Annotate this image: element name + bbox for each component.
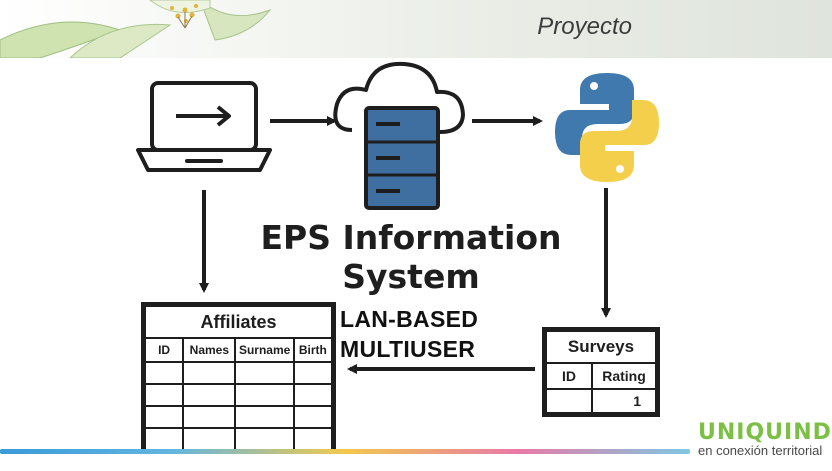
network-label-line1: LAN-BASED (340, 306, 479, 332)
affiliates-col-surname: Surname (234, 337, 295, 363)
network-label-line2: MULTIUSER (340, 336, 476, 362)
surveys-table-title: Surveys (545, 330, 657, 364)
surveys-table: Surveys ID Rating 1 (542, 327, 660, 417)
header-title: Proyecto (537, 13, 632, 40)
cloud-server-icon (333, 61, 465, 210)
table-row (143, 405, 334, 429)
surveys-col-rating: Rating (591, 362, 657, 390)
header-banner: Proyecto (0, 0, 832, 58)
python-logo-icon (555, 73, 659, 182)
flow-arrows (199, 116, 611, 374)
surveys-cell-id (545, 388, 593, 414)
uniquindio-logo: UNIQUINDÍO en conexión territorial (698, 420, 832, 458)
surveys-col-id: ID (545, 362, 593, 390)
affiliates-table: Affiliates ID Names Surname Birth (141, 302, 336, 454)
footer-gradient-bar (0, 449, 690, 454)
logo-tagline: en conexión territorial (698, 443, 823, 458)
diagram-heading-line1: EPS Information (260, 218, 562, 257)
table-row (143, 361, 334, 385)
surveys-cell-rating: 1 (591, 388, 657, 414)
diagram-heading-line2: System (342, 257, 480, 296)
table-row: 1 (545, 388, 657, 414)
affiliates-col-names: Names (182, 337, 237, 363)
affiliates-col-birth: Birth (292, 337, 334, 363)
flower-illustration (0, 0, 272, 58)
affiliates-col-id: ID (143, 337, 185, 363)
logo-wordmark: UNIQUINDÍO (698, 420, 832, 445)
table-row (143, 383, 334, 407)
affiliates-table-title: Affiliates (144, 305, 333, 339)
laptop-icon (136, 81, 272, 172)
table-row (143, 427, 334, 451)
